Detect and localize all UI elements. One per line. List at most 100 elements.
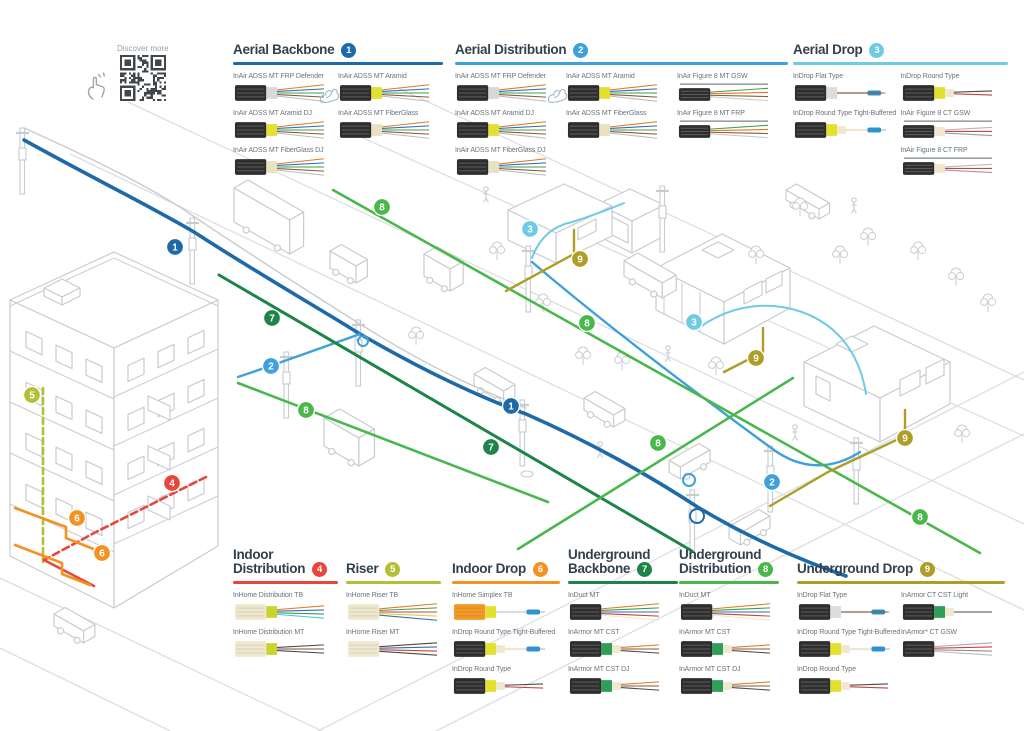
cable-item-label: InAir ADSS MT Aramid DJ <box>233 110 312 117</box>
cable-item: InAir ADSS MT FRP Defender <box>455 73 568 105</box>
tree <box>748 245 765 264</box>
route-marker-badge: 8 <box>296 400 316 420</box>
pickup-truck <box>623 252 677 299</box>
route-marker-badge: 7 <box>262 308 282 328</box>
route-marker-badge: 8 <box>372 197 392 217</box>
svg-text:8: 8 <box>379 202 385 213</box>
cable-item-image <box>234 121 325 139</box>
cable-route-1 <box>22 138 848 578</box>
squirrel-icon <box>319 88 340 103</box>
cable-item-label: InDrop Round Type <box>797 666 856 673</box>
cable-item-image <box>678 83 769 102</box>
panel-title-text: Riser <box>346 561 379 577</box>
tree <box>708 356 725 375</box>
panel-underline <box>233 581 338 584</box>
cable-item-image <box>339 84 430 102</box>
cable-item-label: InAir ADSS MT Aramid <box>566 73 635 80</box>
svg-text:2: 2 <box>268 361 274 372</box>
route-marker-badge: 3 <box>684 312 704 332</box>
cable-item-label: InHome Simplex TB <box>452 592 513 599</box>
tree <box>832 245 849 264</box>
cable-item-label: InAir ADSS MT FiberGlass <box>338 110 419 117</box>
utility-pole <box>764 445 777 513</box>
panel-number-badge: 8 <box>758 562 774 577</box>
utility-pole <box>656 185 669 253</box>
panel-number-badge: 1 <box>341 43 357 58</box>
cable-routes <box>13 127 982 588</box>
panel-number-badge: 3 <box>869 43 885 58</box>
svg-text:7: 7 <box>488 442 494 453</box>
cable-item-image <box>569 603 660 621</box>
car <box>668 442 711 480</box>
cable-route-9 <box>768 408 907 508</box>
utility-pole <box>280 351 293 419</box>
cable-item: InArmor MT CST <box>568 629 678 661</box>
svg-text:1: 1 <box>172 242 178 253</box>
cable-item-image <box>798 604 891 620</box>
two-story-house <box>655 233 791 345</box>
slack-loop <box>357 335 369 347</box>
svg-text:8: 8 <box>917 512 923 523</box>
route-marker-badge: 2 <box>762 472 782 492</box>
car <box>583 390 626 428</box>
cable-item: InArmor MT CST DJ <box>568 666 678 698</box>
panel-title-text: Indoor Drop <box>452 561 526 577</box>
tree <box>614 351 631 370</box>
cable-item-label: InHome Riser TB <box>346 592 399 599</box>
cable-route-7 <box>217 273 694 553</box>
cable-item-image <box>456 158 547 176</box>
pedestrian <box>851 197 857 214</box>
cable-item-image <box>569 678 660 694</box>
svg-text:6: 6 <box>74 513 80 524</box>
cable-item-label: InDrop Round Type Tight-Buffered <box>452 629 556 636</box>
tree <box>792 197 809 216</box>
cable-item: InDrop Round Type Tight-Buffered <box>797 629 901 661</box>
cable-route-6 <box>13 543 92 587</box>
panel-number-badge: 2 <box>573 43 589 58</box>
cable-item-image <box>680 603 771 621</box>
panel-title-text: Indoor <box>233 546 274 562</box>
cable-route-2 <box>530 260 862 467</box>
cable-item: InDrop Round Type <box>452 666 560 698</box>
panel-title-text: Underground Drop <box>797 561 913 577</box>
suburban-house <box>803 325 951 443</box>
cable-item-label: InArmor* CT GSW <box>901 629 957 636</box>
cable-item: InDrop Round Type <box>901 73 1009 105</box>
cable-item-label: InAir Figure 8 CT GSW <box>900 110 971 117</box>
panel-underline <box>455 62 788 65</box>
cable-item-label: InAir Figure 8 MT GSW <box>677 73 748 80</box>
cable-item-image <box>794 122 887 138</box>
cable-item: InDuct MT <box>679 592 779 624</box>
slack-loop <box>689 508 705 524</box>
cable-route-6 <box>13 506 98 552</box>
cable-item-label: InArmor MT CST <box>568 629 620 636</box>
panel-number-badge: 6 <box>532 562 548 577</box>
utility-pole <box>16 127 29 195</box>
cable-item-label: InHome Distribution TB <box>233 592 304 599</box>
route-marker-badge: 1 <box>165 237 185 257</box>
cable-item: InAir Figure 8 CT GSW <box>901 110 1009 142</box>
cable-item: InDrop Round Type Tight-Buffered <box>452 629 560 661</box>
cable-item-label: InHome Riser MT <box>346 629 400 636</box>
cable-item-image <box>456 121 547 139</box>
qr-code[interactable] <box>119 55 166 101</box>
panel-title-text: Backbone <box>568 561 631 577</box>
cable-item-image <box>902 85 992 101</box>
cable-item-label: InDuct MT <box>679 592 711 599</box>
cable-route-9 <box>504 228 576 293</box>
pedestrian <box>665 345 671 362</box>
cable-item-label: InArmor MT CST DJ <box>679 666 741 673</box>
cable-item: InArmor MT CST DJ <box>679 666 779 698</box>
pedestrian <box>483 186 489 203</box>
cable-route-8 <box>331 188 982 555</box>
car <box>53 606 96 644</box>
cable-item-image <box>567 121 658 139</box>
panel-underline <box>346 581 441 584</box>
route-marker-badge: 5 <box>22 385 42 405</box>
panel-title-text: Aerial Backbone <box>233 42 335 58</box>
cable-item-image <box>569 641 660 657</box>
tree <box>860 227 877 246</box>
